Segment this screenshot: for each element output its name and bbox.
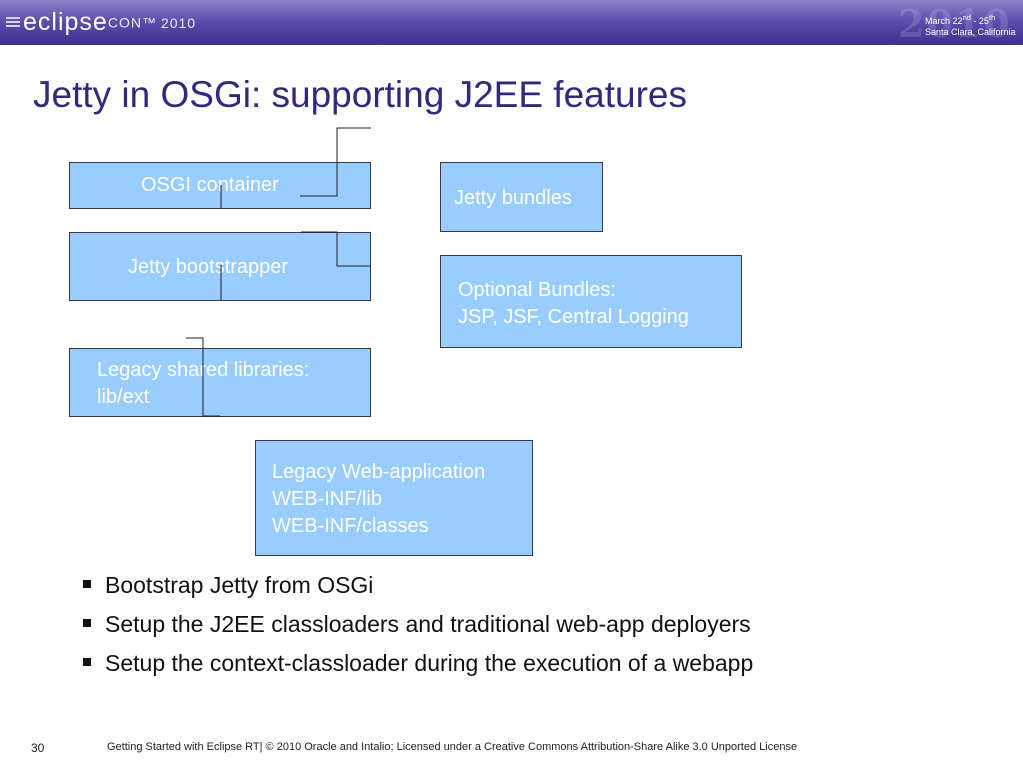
logo-con: CON	[107, 14, 142, 31]
bullet-text: Bootstrap Jetty from OSGi	[105, 572, 374, 598]
bullet-item: Setup the context-classloader during the…	[82, 644, 753, 683]
page-number: 30	[31, 741, 45, 755]
bullet-text: Setup the context-classloader during the…	[105, 650, 754, 676]
box-label: Jetty bootstrapper	[128, 256, 289, 278]
slide-title: Jetty in OSGi: supporting J2EE features	[33, 74, 687, 115]
box-label: OSGI container	[141, 174, 279, 196]
legacy-shared-libraries-box: Legacy shared libraries: lib/ext	[69, 348, 371, 417]
bullet-item: Setup the J2EE classloaders and traditio…	[82, 605, 753, 644]
bullet-list: Bootstrap Jetty from OSGi Setup the J2EE…	[82, 566, 753, 683]
jetty-bundles-box: Jetty bundles	[440, 162, 603, 232]
jetty-bootstrapper-box: Jetty bootstrapper	[69, 232, 371, 301]
box-label-line: WEB-INF/classes	[272, 515, 429, 537]
box-label-line: Legacy shared libraries:	[97, 359, 310, 381]
bullet-square-icon	[83, 580, 91, 588]
logo-trademark: ™	[141, 14, 157, 31]
watermark-year: 2010	[898, 1, 1012, 45]
box-label-line: Legacy Web-application	[272, 461, 486, 483]
optional-bundles-box: Optional Bundles: JSP, JSF, Central Logg…	[440, 255, 742, 348]
box-label-line: Optional Bundles:	[458, 279, 616, 301]
box-label-line: WEB-INF/lib	[272, 488, 382, 510]
event-dates: March 22nd - 25th Santa Clara, Californi…	[925, 12, 1016, 38]
box-label-line: lib/ext	[97, 386, 150, 408]
event-date-range: March 22nd - 25th	[925, 13, 996, 26]
box-label: Jetty bundles	[454, 187, 572, 209]
bullet-square-icon	[83, 619, 91, 627]
logo-year: 2010	[160, 14, 197, 31]
box-label-line: JSP, JSF, Central Logging	[458, 306, 689, 328]
footer-license: Getting Started with Eclipse RT| © 2010 …	[107, 741, 798, 753]
osgi-container-box: OSGI container	[69, 162, 371, 209]
bullet-square-icon	[83, 658, 91, 666]
logo-stripes-icon	[6, 17, 20, 28]
bullet-text: Setup the J2EE classloaders and traditio…	[105, 611, 751, 637]
bullet-item: Bootstrap Jetty from OSGi	[82, 566, 753, 605]
legacy-webapp-box: Legacy Web-application WEB-INF/lib WEB-I…	[255, 440, 533, 556]
event-location: Santa Clara, California	[925, 27, 1016, 37]
logo-name: eclipse	[23, 8, 108, 36]
